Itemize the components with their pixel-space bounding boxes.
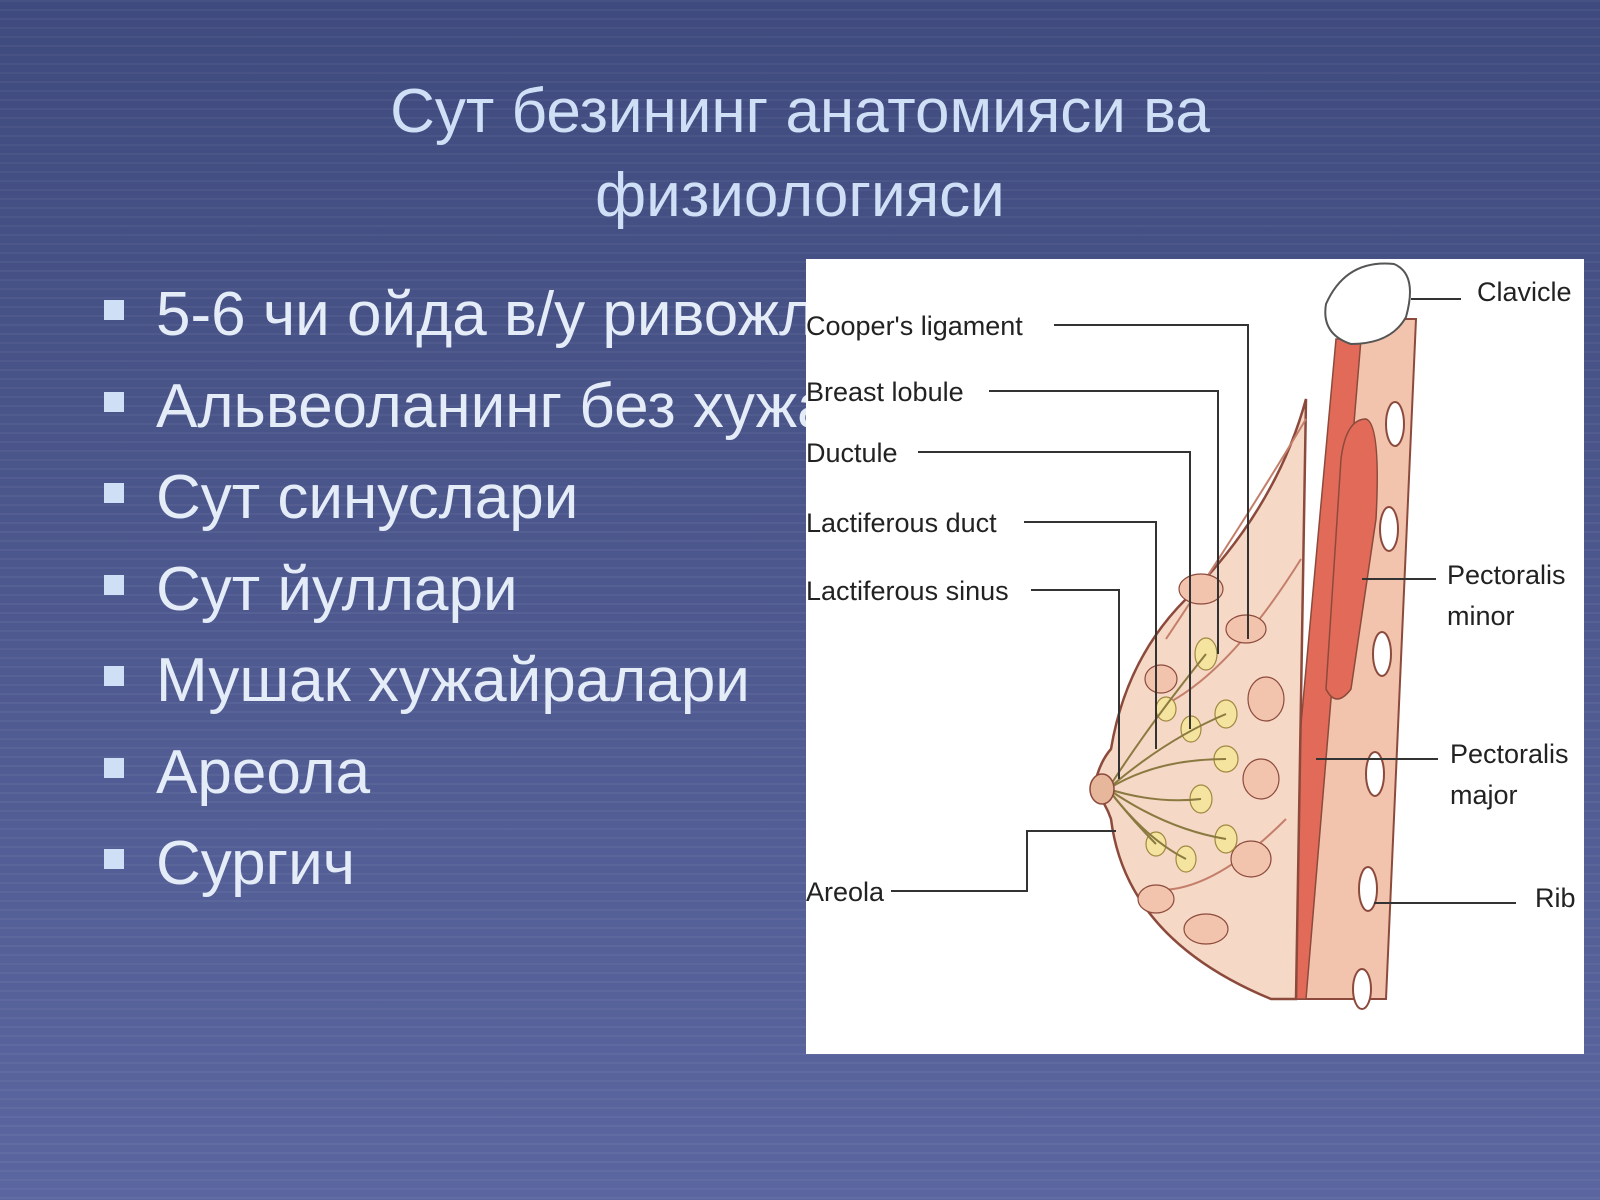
square-bullet-icon bbox=[104, 757, 124, 778]
breast-lobule-leader bbox=[989, 390, 1219, 654]
fat-lobule bbox=[1137, 884, 1175, 914]
lactiferous-duct bbox=[1107, 758, 1227, 790]
fat-lobule bbox=[1230, 840, 1272, 878]
square-bullet-icon bbox=[104, 300, 124, 320]
fat-lobule bbox=[1144, 664, 1178, 694]
label-clavicle: Clavicle bbox=[1477, 277, 1572, 307]
breast-anatomy-diagram: Cooper's ligament Breast lobule Ductule … bbox=[806, 259, 1584, 1054]
bullet-text: Сут синуслари bbox=[156, 463, 579, 532]
nipple bbox=[1089, 773, 1115, 805]
clavicle-bone bbox=[1324, 262, 1411, 346]
square-bullet-icon bbox=[104, 483, 124, 503]
label-lactiferous-duct: Lactiferous duct bbox=[806, 508, 997, 538]
label-areola: Areola bbox=[806, 877, 885, 907]
label-pectoralis-minor-1: Pectoralis bbox=[1447, 560, 1566, 590]
square-bullet-icon bbox=[104, 849, 124, 869]
lactiferous-duct bbox=[1107, 788, 1202, 802]
label-breast-lobule: Breast lobule bbox=[806, 377, 964, 407]
fat-lobule bbox=[1247, 676, 1285, 722]
fat-lobule bbox=[1178, 573, 1224, 605]
anatomy-svg: Cooper's ligament Breast lobule Ductule … bbox=[806, 262, 1576, 1010]
slide-title: Сут безининг анатомияси ва физиологияси bbox=[390, 77, 1210, 230]
ductule-leader bbox=[918, 451, 1191, 729]
label-pectoralis-minor-2: minor bbox=[1447, 601, 1515, 631]
glandular-lobule bbox=[1155, 696, 1177, 722]
label-coopers-ligament: Cooper's ligament bbox=[806, 311, 1023, 341]
lactiferous-sinus-leader bbox=[1031, 589, 1120, 779]
rib-shape bbox=[1352, 968, 1372, 1010]
square-bullet-icon bbox=[104, 666, 124, 686]
areola-leader bbox=[891, 830, 1116, 892]
bullet-text: Сут йуллари bbox=[156, 554, 518, 624]
fat-lobule bbox=[1225, 614, 1267, 644]
rib-shape bbox=[1365, 751, 1385, 797]
square-bullet-icon bbox=[104, 574, 124, 595]
bullet-text: Ареола bbox=[156, 737, 371, 807]
fat-lobule bbox=[1242, 758, 1280, 800]
bullet-text: Сургич bbox=[156, 829, 356, 898]
lactiferous-duct bbox=[1107, 788, 1227, 840]
label-ductule: Ductule bbox=[806, 438, 898, 468]
rib-shape bbox=[1372, 631, 1392, 677]
rib-shape bbox=[1385, 401, 1405, 447]
pectoralis-minor-muscle bbox=[1325, 418, 1378, 700]
rib-shape bbox=[1358, 866, 1378, 912]
fat-lobule bbox=[1183, 913, 1229, 945]
label-pectoralis-major-1: Pectoralis bbox=[1450, 739, 1569, 769]
lactiferous-duct-leader bbox=[1024, 521, 1157, 749]
label-lactiferous-sinus: Lactiferous sinus bbox=[806, 576, 1009, 606]
label-rib: Rib bbox=[1535, 883, 1576, 913]
square-bullet-icon bbox=[104, 391, 124, 412]
coopers-ligament-band bbox=[1165, 418, 1307, 640]
bullet-text: Мушак хужайралари bbox=[156, 646, 750, 715]
lactiferous-duct bbox=[1107, 713, 1227, 790]
rib-shape bbox=[1379, 506, 1399, 552]
label-pectoralis-major-2: major bbox=[1450, 780, 1518, 810]
coopers-ligament-leader bbox=[1054, 324, 1249, 639]
lactiferous-duct bbox=[1107, 653, 1207, 790]
